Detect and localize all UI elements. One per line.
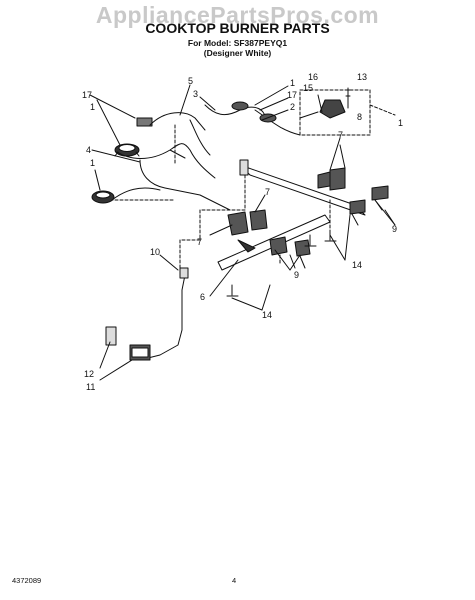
callout-7-top: 7 — [338, 130, 343, 140]
callout-4: 4 — [86, 145, 91, 155]
variant-line: (Designer White) — [203, 48, 272, 58]
callout-17-left: 17 — [82, 90, 92, 100]
page-number: 4 — [232, 576, 237, 585]
callout-13: 13 — [357, 72, 367, 82]
page-title: COOKTOP BURNER PARTS — [145, 20, 330, 36]
dashed-reference-lines — [99, 89, 396, 271]
callout-1-right: 1 — [398, 118, 403, 128]
tube-left — [116, 143, 231, 211]
manifold-feet — [226, 229, 337, 297]
regulator-assembly — [105, 326, 151, 361]
callout-1-left-upper: 1 — [90, 102, 95, 112]
callout-1-left-lower: 1 — [90, 158, 95, 168]
callout-7-left: 7 — [197, 237, 202, 247]
callout-2: 2 — [290, 102, 295, 112]
callout-5: 5 — [188, 76, 193, 86]
callout-15: 15 — [303, 83, 313, 93]
burner-left-lower — [91, 190, 115, 204]
callout-3: 3 — [193, 89, 198, 99]
burner-left-upper — [114, 117, 153, 157]
callout-16: 16 — [308, 72, 318, 82]
gas-line — [147, 274, 186, 359]
callout-1-top: 1 — [290, 78, 295, 88]
callout-10: 10 — [150, 247, 160, 257]
callout-14-right: 14 — [352, 260, 362, 270]
callout-11: 11 — [86, 382, 95, 392]
callout-14-lower: 14 — [262, 310, 272, 320]
callout-7-middle: 7 — [265, 187, 270, 197]
callout-17-right: 17 — [287, 90, 297, 100]
igniter-assembly — [299, 87, 351, 119]
callout-9-center: 9 — [294, 270, 299, 280]
manifold-lower — [217, 209, 331, 271]
model-line: For Model: SF387PEYQ1 — [187, 38, 288, 48]
callout-labels: 17 1 4 1 5 3 1 17 2 16 13 15 8 1 7 9 7 7… — [82, 72, 403, 392]
watermark: AppliancePartsPros.com — [95, 2, 380, 28]
burner-center-upper — [231, 101, 249, 111]
tube-center-upper — [149, 104, 301, 156]
tube-left-lower — [111, 187, 161, 201]
callout-12: 12 — [84, 369, 94, 379]
callout-9-right: 9 — [392, 224, 397, 234]
leader-lines — [89, 84, 396, 381]
manifold-upper — [239, 159, 389, 226]
gas-line-fitting — [179, 267, 189, 279]
doc-number: 4372089 — [12, 576, 42, 585]
callout-8: 8 — [357, 112, 362, 122]
callout-6: 6 — [200, 292, 205, 302]
